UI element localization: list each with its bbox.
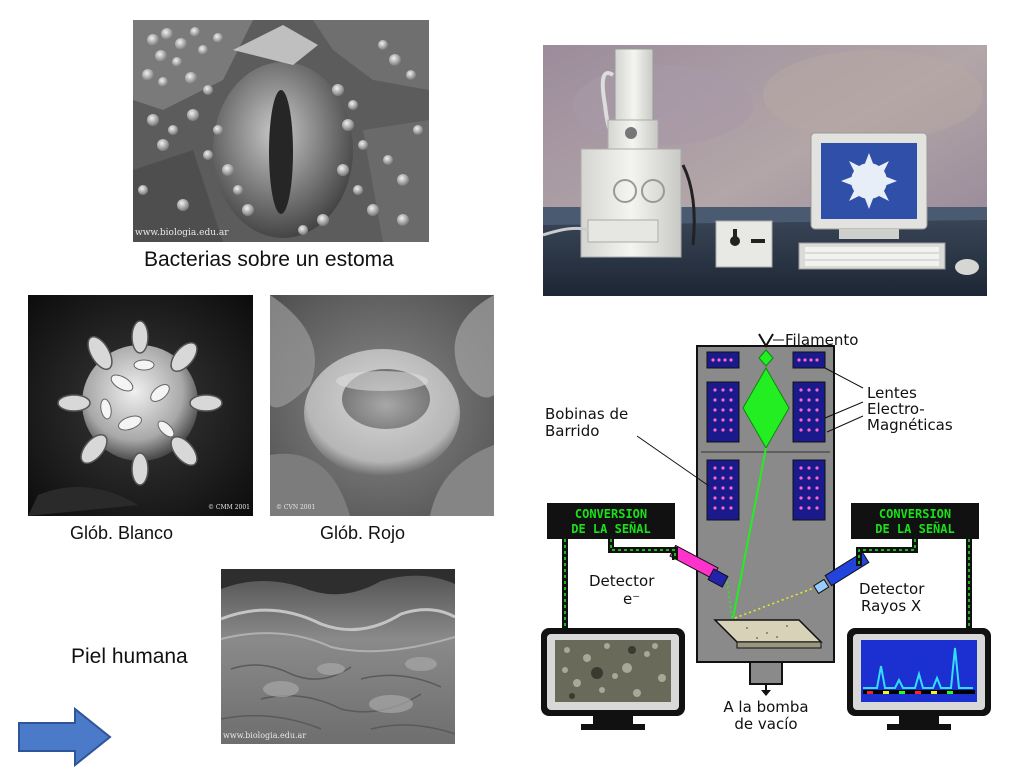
skin-caption: Piel humana — [71, 645, 188, 668]
label-coils-1: Bobinas de — [545, 405, 628, 423]
stomata-caption: Bacterias sobre un estoma — [144, 248, 394, 271]
filament — [758, 333, 774, 348]
stomata-micrograph — [133, 20, 429, 242]
label-coils-2: Barrido — [545, 422, 599, 440]
skin-micrograph — [221, 569, 455, 744]
svg-text:DE LA SEÑAL: DE LA SEÑAL — [571, 521, 650, 536]
label-detector-x-1: Detector — [859, 580, 925, 598]
image-monitor — [541, 628, 685, 730]
skin-watermark: www.biologia.edu.ar — [223, 731, 307, 740]
white-cell-watermark: © CMM 2001 — [208, 504, 250, 511]
label-pump-2: de vacío — [734, 715, 797, 733]
stomata-watermark: www.biologia.edu.ar — [135, 228, 229, 238]
label-detector-e-1: Detector — [589, 572, 655, 590]
label-lenses-1: Lentes — [867, 384, 917, 402]
coil-low-left — [706, 459, 740, 521]
svg-text:DE LA SEÑAL: DE LA SEÑAL — [875, 521, 954, 536]
label-filament: Filamento — [785, 331, 858, 349]
svg-text:CONVERSION: CONVERSION — [879, 507, 951, 521]
red-cell-caption: Glób. Rojo — [320, 523, 406, 543]
spectrum-monitor — [847, 628, 991, 730]
coil-mid-right — [792, 381, 826, 443]
coil-top-left — [706, 351, 740, 369]
label-lenses-3: Magnéticas — [867, 416, 953, 434]
signal-panel-right: CONVERSION DE LA SEÑAL — [851, 503, 979, 539]
signal-panel-left: CONVERSION DE LA SEÑAL — [547, 503, 675, 539]
red-blood-cell-micrograph — [270, 295, 494, 516]
next-slide-button[interactable] — [17, 706, 112, 768]
white-cell-caption: Glób. Blanco — [70, 523, 174, 543]
label-detector-x-2: Rayos X — [861, 597, 921, 615]
sem-instrument-photo — [543, 45, 987, 296]
label-pump-1: A la bomba — [723, 698, 808, 716]
white-blood-cell-micrograph — [28, 295, 253, 516]
label-lenses-2: Electro- — [867, 400, 925, 418]
red-cell-watermark: © CVN 2001 — [276, 504, 316, 511]
vacuum-outlet — [749, 661, 783, 685]
sem-schematic-diagram: CONVERSION DE LA SEÑAL CONVERSION DE LA … — [537, 328, 997, 735]
svg-text:CONVERSION: CONVERSION — [575, 507, 647, 521]
right-arrow-icon — [18, 706, 112, 768]
electron-detector — [669, 544, 729, 588]
label-detector-e-2: e⁻ — [623, 590, 640, 608]
electron-beam — [726, 349, 820, 619]
coil-top-right — [792, 351, 826, 369]
electromagnetic-coils — [706, 351, 826, 521]
coil-mid-left — [706, 381, 740, 443]
coil-low-right — [792, 459, 826, 521]
